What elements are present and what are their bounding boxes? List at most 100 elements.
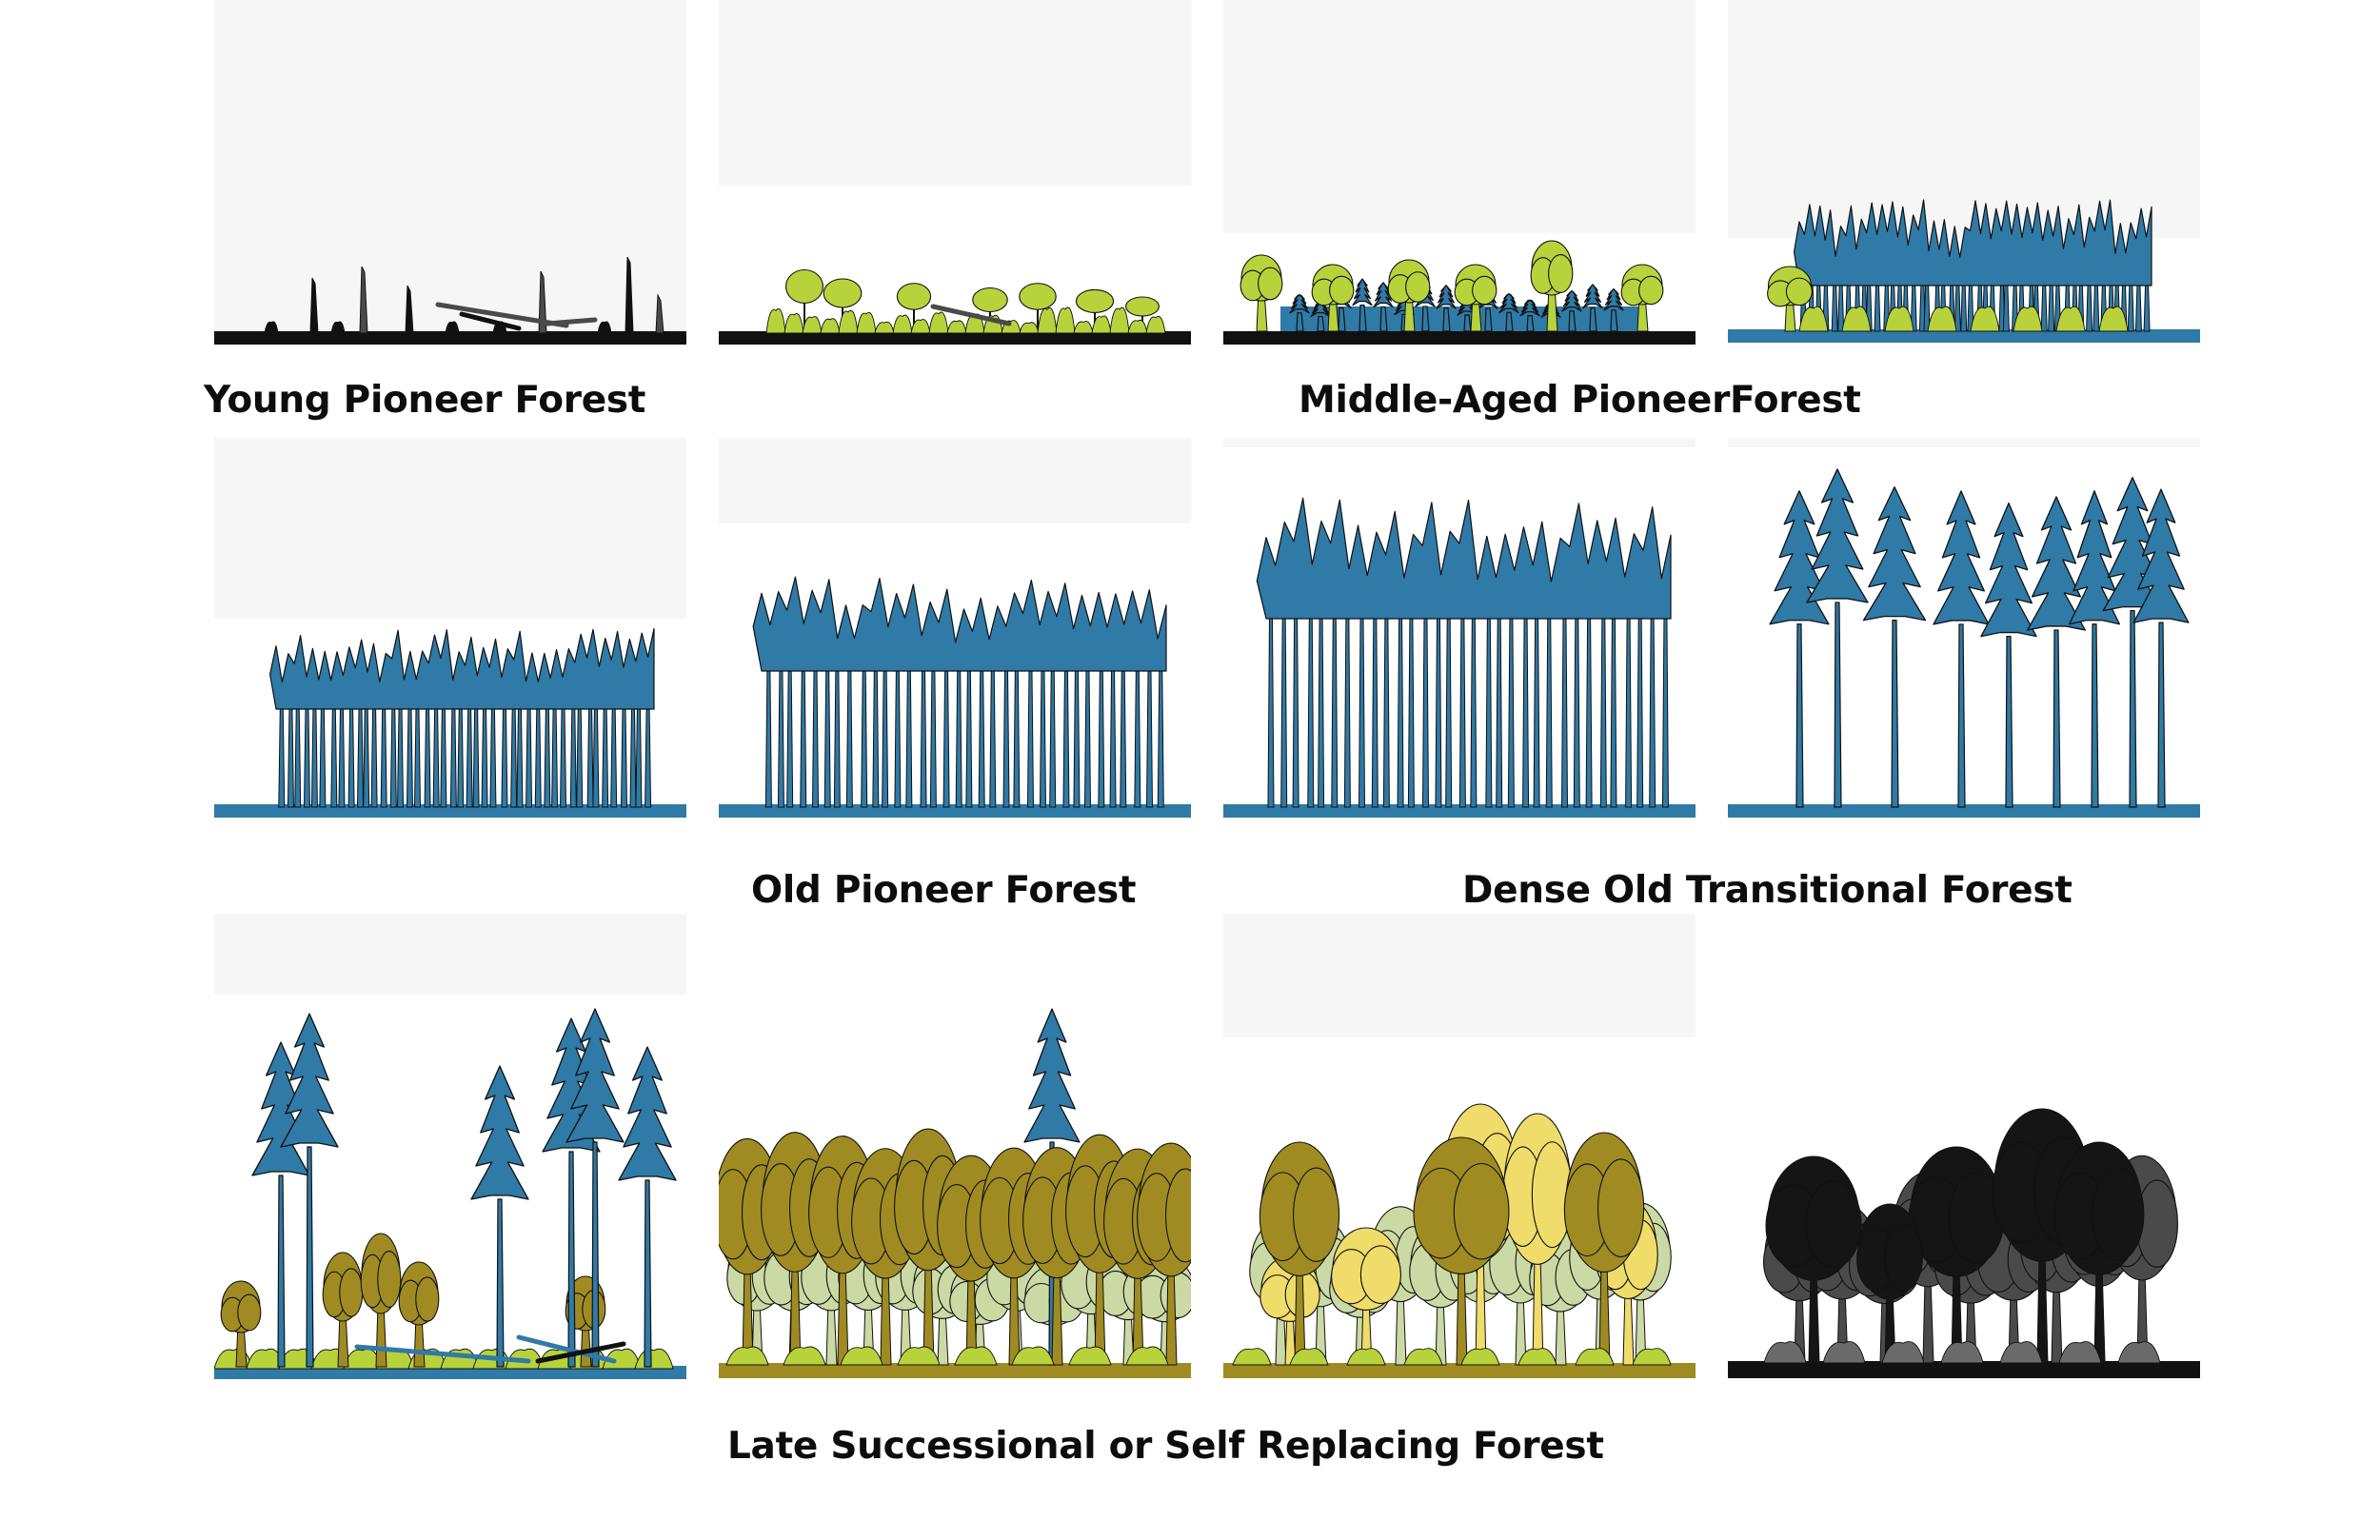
conifer-crown (1498, 292, 1519, 313)
conifer-tree (1582, 284, 1603, 332)
shrub (910, 319, 931, 334)
ground-strip (1223, 1363, 1696, 1378)
stage-panel-old-pioneer-a (214, 438, 686, 830)
conifer-trunk (472, 708, 480, 808)
ground-strip (1728, 329, 2200, 343)
conifer-crown (280, 1013, 339, 1148)
conifer-trunk (370, 708, 378, 808)
conifer-crown (618, 1046, 677, 1181)
broadleaf-crown (1160, 1272, 1191, 1319)
shrub (802, 316, 823, 334)
conifer-trunk (287, 708, 294, 808)
conifer-trunk (942, 670, 950, 808)
shrub (2055, 306, 2086, 332)
shrub (928, 311, 949, 334)
conifer-tree (1933, 490, 1990, 808)
conifer-trunk (534, 708, 542, 808)
conifer-trunk (1954, 285, 1961, 332)
conifer-trunk (1599, 618, 1607, 808)
conifer-trunk (1573, 618, 1580, 808)
conifer-crown (2132, 488, 2190, 623)
conifer-trunk (303, 708, 310, 808)
conifer-trunk (1073, 670, 1081, 808)
conifer-trunk (592, 708, 600, 808)
conifer-trunk (1343, 618, 1351, 808)
conifer-trunk (812, 670, 820, 808)
conifer-trunk (1636, 618, 1644, 808)
shrub (783, 313, 804, 334)
stage-panel-late-successional-b (719, 914, 1191, 1390)
conifer-trunk (560, 708, 567, 808)
sapling (784, 268, 824, 333)
sapling-crown (896, 283, 932, 310)
snag (538, 270, 547, 334)
conifer-trunk (1484, 307, 1493, 332)
shrub (2058, 1341, 2102, 1364)
conifer-trunk (389, 708, 397, 808)
conifer-stand (1256, 497, 1672, 808)
shrub (2098, 306, 2129, 332)
late-successional-c-illustration (1223, 914, 1696, 1378)
conifer-trunk (1397, 618, 1404, 808)
conifer-trunk (2040, 285, 2048, 332)
conifer-trunk (1421, 618, 1429, 808)
conifer-trunk (1874, 285, 1881, 332)
broadleaf-crown (1472, 275, 1497, 306)
conifer-trunk (955, 670, 962, 808)
conifer-trunk (1359, 304, 1367, 332)
broadleaf-crown (1329, 275, 1355, 306)
stage-panel-middle-pioneer-late (1728, 0, 2200, 354)
conifer-trunk (481, 708, 488, 808)
shrub (2013, 306, 2043, 332)
background-haze (1728, 438, 2200, 447)
conifer-trunk (338, 708, 346, 808)
conifer-trunk (424, 708, 431, 808)
conifer-trunk (1831, 285, 1838, 332)
shrub (840, 1346, 883, 1366)
conifer-crown (1769, 490, 1830, 625)
conifer-trunk (1522, 618, 1530, 808)
conifer-tree (565, 1008, 625, 1368)
broadleaf-crown (377, 1251, 402, 1308)
conifer-trunk (861, 670, 868, 808)
conifer-tree (1561, 289, 1582, 332)
broadleaf-crown (1597, 1158, 1645, 1257)
conifer-trunk (432, 708, 440, 808)
conifer-tree (2132, 488, 2190, 808)
conifer-trunk (526, 708, 533, 808)
background-haze (719, 0, 1191, 186)
conifer-trunk (894, 670, 902, 808)
conifer-trunk (1379, 306, 1388, 332)
conifer-tree (1310, 301, 1331, 332)
broadleaf-tree (1502, 1113, 1573, 1366)
sapling-crown (1125, 296, 1160, 317)
conifer-tree (1769, 490, 1830, 808)
ground-strip (1223, 331, 1696, 345)
shrub (1841, 306, 1872, 332)
conifer-trunk (1585, 618, 1593, 808)
sapling (1019, 283, 1057, 333)
conifer-trunk (1610, 618, 1617, 808)
shrub (1763, 1341, 1807, 1364)
conifer-crown (1352, 278, 1373, 306)
ground-strip (719, 1363, 1191, 1378)
conifer-trunk (1568, 310, 1577, 332)
shrub (1091, 315, 1112, 334)
shrub (1970, 306, 2000, 332)
conifer-trunk (501, 708, 508, 808)
sapling-crown (784, 268, 824, 305)
shrub (1232, 1348, 1272, 1366)
conifer-trunk (569, 708, 577, 808)
shrub (725, 1346, 769, 1366)
conifer-trunk (1561, 618, 1569, 808)
conifer-trunk (347, 708, 355, 808)
snag (655, 293, 664, 334)
conifer-trunk (635, 708, 643, 808)
caption-young-pioneer: Young Pioneer Forest (204, 379, 646, 422)
shrub (820, 318, 841, 334)
conifer-trunk (551, 708, 559, 808)
conifer-trunk (319, 708, 327, 808)
stage-panel-late-successional-c (1223, 914, 1696, 1390)
shrub (1125, 1346, 1169, 1366)
background-haze (1223, 0, 1696, 233)
